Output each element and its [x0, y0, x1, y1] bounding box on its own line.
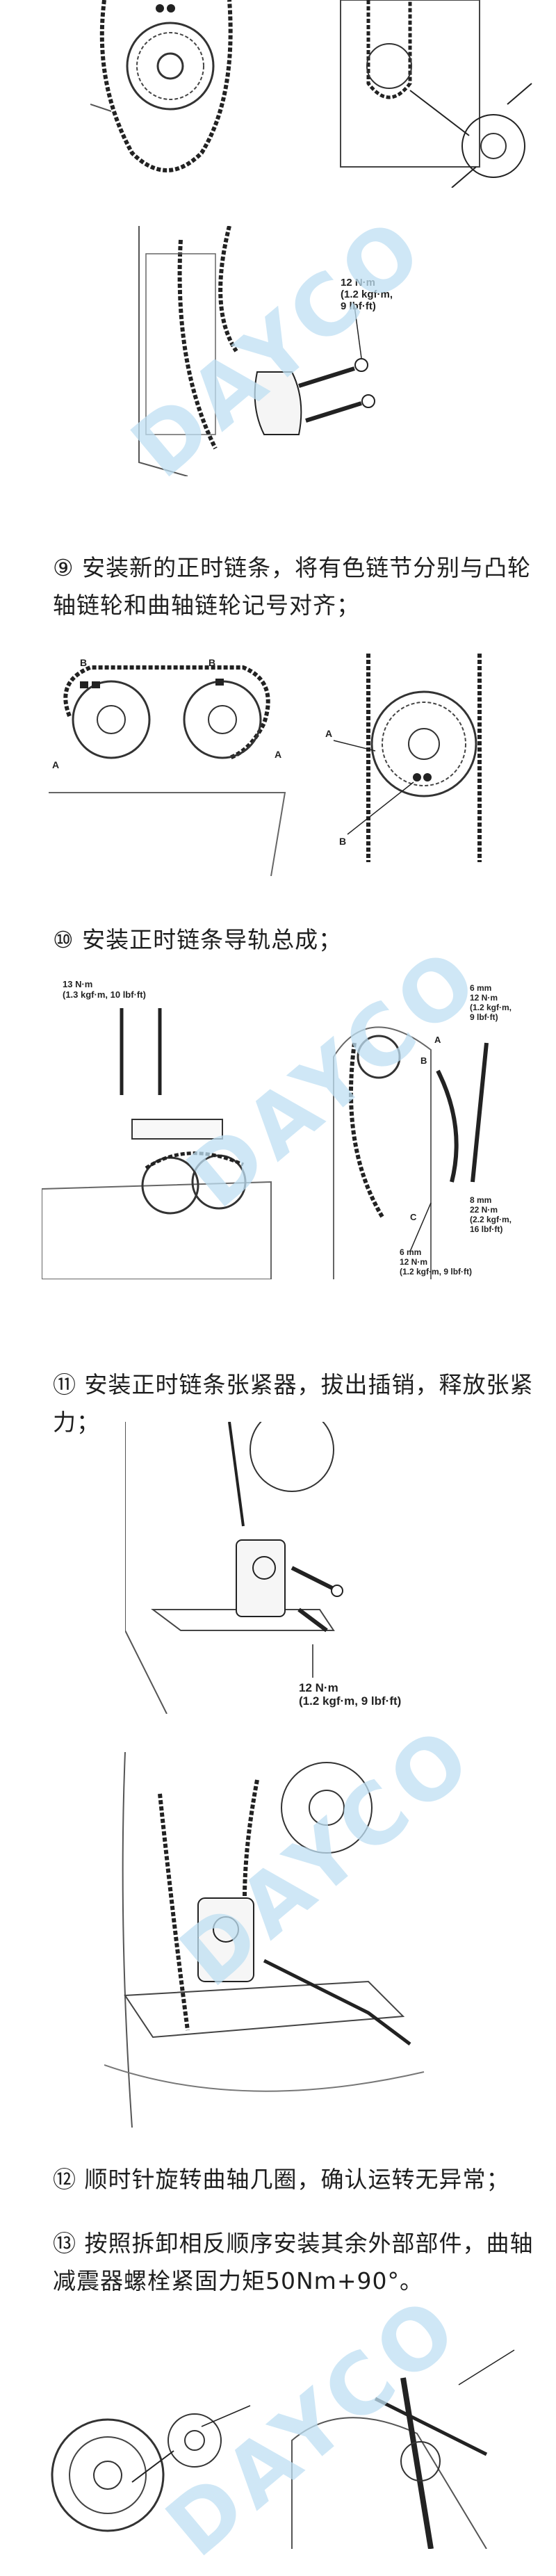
fig3-mark-6: B: [339, 836, 346, 847]
fig4-rm-4: 16 lbf·ft): [470, 1224, 502, 1234]
step-13-text: ⑬ 按照拆卸相反顺序安装其余外部部件，曲轴减震器螺栓紧固力矩50Nm+90°。: [53, 2230, 534, 2294]
fig4-rt-4: 9 lbf·ft): [470, 1012, 498, 1022]
fig2-torque-line2: (1.2 kgf·m,: [341, 289, 393, 300]
fig3-mark-2: B: [208, 657, 215, 668]
fig4-rb-1: 6 mm: [400, 1247, 421, 1257]
fig4-left-torque-2: (1.3 kgf·m, 10 lbf·ft): [63, 989, 146, 1000]
step-11-text: ⑪ 安装正时链条张紧器，拔出插销，释放张紧力；: [53, 1371, 534, 1436]
fig4-rm-1: 8 mm: [470, 1195, 491, 1205]
fig3-mark-5: A: [325, 728, 332, 739]
fig5-torque-line1: 12 N·m: [299, 1681, 338, 1694]
step-9-text: ⑨ 安装新的正时链条，将有色链节分别与凸轮轴链轮和曲轴链轮记号对齐；: [53, 554, 532, 619]
fig4-rt-2: 12 N·m: [470, 993, 498, 1003]
fig4-rb-2: 12 N·m: [400, 1257, 427, 1267]
figure-chain-guide-assembly: 13 N·m (1.3 kgf·m, 10 lbf·ft) 6 mm 12 N·…: [42, 973, 528, 1279]
fig5-torque-line2: (1.2 kgf·m, 9 lbf·ft): [299, 1694, 401, 1708]
fig4-mark-2: B: [420, 1055, 427, 1066]
fig4-rm-3: (2.2 kgf·m,: [470, 1215, 512, 1224]
fig4-left-torque-1: 13 N·m: [63, 979, 92, 989]
fig4-mark-1: A: [434, 1035, 441, 1045]
figure-top-right-engine: [327, 0, 535, 188]
figure-tensioner-install: 12 N·m (1.2 kgf·m, 9 lbf·ft): [125, 1422, 459, 1714]
figure-crank-damper: [42, 2322, 528, 2549]
fig3-mark-4: A: [275, 749, 281, 760]
figure-top-left-sprocket: [90, 0, 250, 188]
fig2-torque-line3: 9 lbf·ft): [341, 300, 376, 312]
step-10-text: ⑩ 安装正时链条导轨总成；: [53, 926, 343, 953]
figure-release-pin: [104, 1752, 466, 2128]
fig4-rt-1: 6 mm: [470, 983, 491, 993]
fig4-rb-3: (1.2 kgf·m, 9 lbf·ft): [400, 1267, 472, 1277]
fig3-mark-1: B: [80, 657, 87, 668]
fig4-rm-2: 22 N·m: [470, 1205, 498, 1215]
figure-tensioner-bolts: 12 N·m (1.2 kgf·m, 9 lbf·ft): [132, 226, 452, 476]
step-12-text: ⑫ 顺时针旋转曲轴几圈，确认运转无异常；: [53, 2166, 510, 2193]
fig4-rt-3: (1.2 kgf·m,: [470, 1003, 512, 1012]
fig3-mark-3: A: [52, 759, 59, 770]
fig4-mark-3: C: [410, 1212, 417, 1222]
fig2-torque-line1: 12 N·m: [341, 277, 375, 289]
figure-timing-chain-alignment: B B A A A B: [42, 654, 528, 876]
